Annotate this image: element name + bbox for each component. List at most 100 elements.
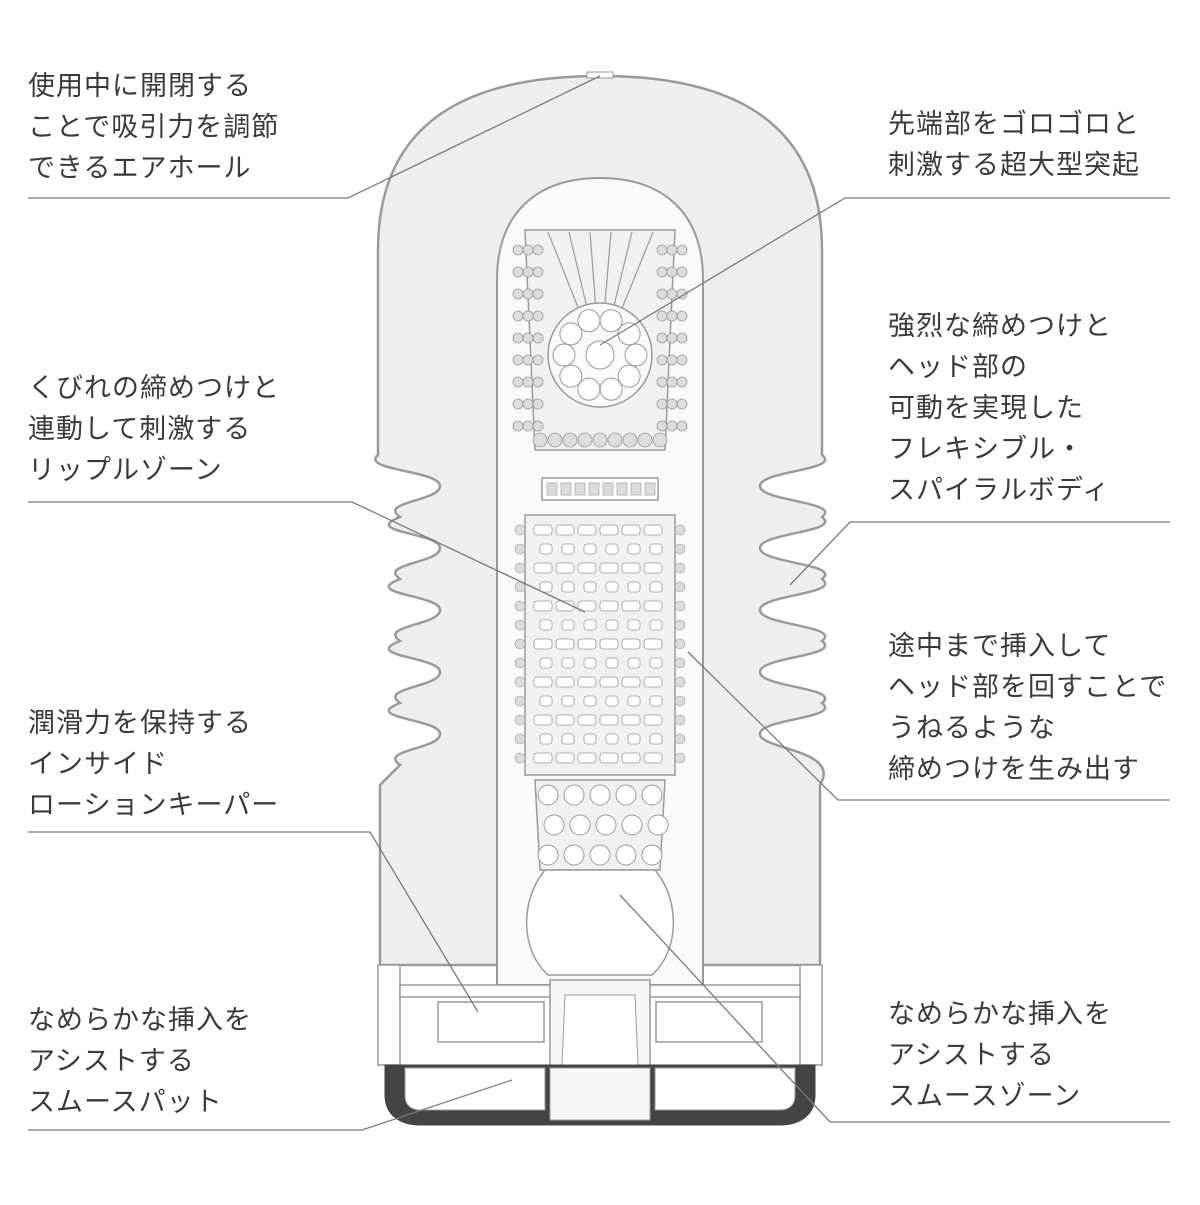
bump — [537, 784, 559, 806]
nub — [656, 310, 668, 322]
bump — [543, 814, 565, 836]
ripple-cell — [605, 657, 619, 669]
nub — [532, 376, 544, 388]
ripple-cell — [555, 524, 575, 536]
nub — [532, 432, 548, 448]
nub — [674, 543, 686, 555]
callout-line: くびれの締めつけと — [28, 373, 280, 404]
tip-bump-petal — [577, 309, 601, 333]
callout-line: アシストする — [28, 1046, 195, 1077]
nub — [512, 332, 524, 344]
callout-line: 可動を実現した — [888, 393, 1084, 424]
nub — [522, 288, 534, 300]
ripple-cell — [649, 581, 663, 593]
callout-line: うねるような — [888, 713, 1056, 744]
ripple-cell — [643, 676, 663, 688]
tip-bump-petal — [599, 309, 623, 333]
callout-line: 刺激する超大型突起 — [888, 150, 1140, 181]
bump — [621, 814, 643, 836]
ripple-cell — [621, 676, 641, 688]
nub — [656, 354, 668, 366]
ripple-cell — [539, 695, 553, 707]
bump — [589, 784, 611, 806]
nub — [666, 398, 678, 410]
nub — [514, 657, 526, 669]
ripple-cell — [649, 543, 663, 555]
nub — [656, 266, 668, 278]
ripple-cell — [605, 695, 619, 707]
nub — [674, 619, 686, 631]
callout-line: ローションキーパー — [28, 790, 280, 821]
callout-line: インサイド — [28, 749, 168, 780]
ripple-cell — [599, 676, 619, 688]
callout-line: 途中まで挿入して — [888, 631, 1112, 662]
nub — [514, 714, 526, 726]
nub — [674, 676, 686, 688]
tip-bump-petal — [624, 343, 648, 367]
callout-smooth-zone: なめらかな挿入を アシストする スムースゾーン — [888, 994, 1112, 1117]
callout-line: 使用中に開閉する — [28, 71, 252, 102]
nub — [562, 432, 578, 448]
ripple-cell — [599, 524, 619, 536]
ripple-cell — [533, 562, 553, 574]
ripple-cell — [555, 600, 575, 612]
ripple-cell — [561, 543, 575, 555]
ripple-cell — [577, 676, 597, 688]
nub — [666, 332, 678, 344]
nub — [577, 432, 593, 448]
neck-ring-cell — [588, 482, 600, 496]
nub — [512, 398, 524, 410]
nub — [674, 733, 686, 745]
callout-line: なめらかな挿入を — [28, 1005, 252, 1036]
ripple-cell — [583, 733, 597, 745]
callout-line: ヘッド部の — [888, 352, 1028, 383]
ripple-cell — [649, 695, 663, 707]
ripple-cell — [533, 600, 553, 612]
nub — [522, 244, 534, 256]
nub — [522, 420, 534, 432]
bottom-sleeve-cover — [549, 1067, 651, 1121]
ripple-cell — [621, 562, 641, 574]
ripple-cell — [561, 733, 575, 745]
nub — [652, 432, 668, 448]
ripple-cell — [555, 752, 575, 764]
ripple-cell — [577, 752, 597, 764]
nub — [514, 543, 526, 555]
nub — [514, 524, 526, 536]
ripple-cell — [599, 714, 619, 726]
ripple-cell — [533, 714, 553, 726]
lotion-keeper-right — [655, 1001, 763, 1043]
nub — [522, 376, 534, 388]
bump — [537, 844, 559, 866]
ripple-cell — [577, 714, 597, 726]
nub — [666, 288, 678, 300]
neck-ring-cell — [616, 482, 628, 496]
nub — [522, 266, 534, 278]
nub — [676, 398, 688, 410]
ripple-cell — [643, 524, 663, 536]
nub — [656, 398, 668, 410]
nub — [656, 420, 668, 432]
ripple-cell — [555, 676, 575, 688]
nub — [512, 354, 524, 366]
nub — [532, 310, 544, 322]
nub — [676, 310, 688, 322]
nub — [514, 562, 526, 574]
ripple-cell — [643, 562, 663, 574]
nub — [676, 266, 688, 278]
nub — [522, 398, 534, 410]
ripple-cell — [599, 600, 619, 612]
ripple-cell — [643, 752, 663, 764]
ripple-cell — [605, 581, 619, 593]
nub — [656, 244, 668, 256]
nub — [637, 432, 653, 448]
nub — [514, 733, 526, 745]
callout-twist: 途中まで挿入して ヘッド部を回すことで うねるような 締めつけを生み出す — [888, 626, 1167, 790]
callout-smooth-pad: なめらかな挿入を アシストする スムースパット — [28, 1000, 252, 1123]
bump — [589, 844, 611, 866]
neck-ring-cell — [602, 482, 614, 496]
nub — [532, 244, 544, 256]
ripple-cell — [627, 657, 641, 669]
ripple-cell — [583, 543, 597, 555]
